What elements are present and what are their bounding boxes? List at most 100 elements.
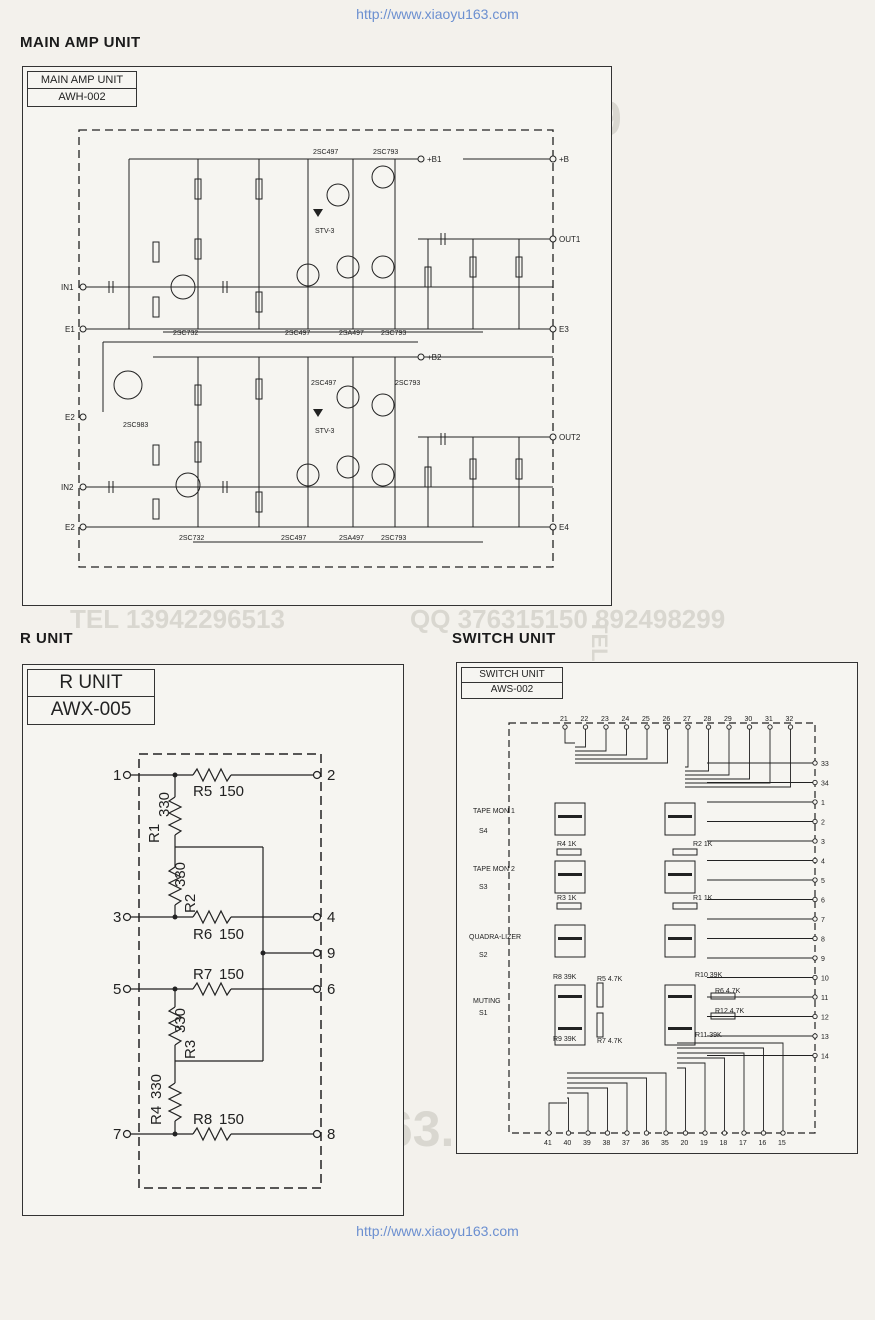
pin-terminal bbox=[812, 877, 818, 883]
wire bbox=[685, 729, 730, 776]
pin-label: 34 bbox=[821, 781, 829, 788]
pin-terminal bbox=[741, 1130, 747, 1136]
wire bbox=[685, 729, 771, 784]
pin-terminal bbox=[565, 1130, 572, 1136]
pin-terminal bbox=[787, 724, 794, 730]
resistor-value: 150 bbox=[219, 783, 244, 800]
wire bbox=[677, 1047, 764, 1131]
pin-terminal bbox=[623, 724, 630, 730]
resistor-value: 330 bbox=[172, 862, 189, 887]
part-label: 2SC793 bbox=[381, 535, 406, 542]
resistor-name: R4 bbox=[148, 1106, 165, 1125]
wire bbox=[575, 729, 607, 752]
part-label: 2SC793 bbox=[381, 330, 406, 337]
switch-label: TAPE MON 1 bbox=[473, 808, 515, 815]
pin-label: 12 bbox=[821, 1015, 829, 1022]
pin-terminal bbox=[721, 1130, 728, 1136]
wire bbox=[567, 1082, 628, 1131]
terminal-plus-b: +B bbox=[559, 155, 569, 164]
resistor-value: 150 bbox=[219, 966, 244, 983]
resistor-name: R3 bbox=[182, 1040, 199, 1059]
pin-label: 22 bbox=[581, 716, 589, 723]
pin-label: 21 bbox=[560, 716, 568, 723]
resistor-name: R7 bbox=[193, 966, 212, 983]
pin-label: 41 bbox=[544, 1140, 552, 1147]
wire bbox=[567, 1087, 608, 1131]
part-label: 2SC732 bbox=[173, 330, 198, 337]
footer-url[interactable]: http://www.xiaoyu163.com bbox=[356, 1223, 519, 1239]
pin-label: 7 bbox=[821, 917, 825, 924]
pin-label: 5 bbox=[821, 878, 825, 885]
switch-unit-title-label: SWITCH UNIT bbox=[462, 668, 562, 683]
resistor-label: R11 39K bbox=[695, 1032, 722, 1039]
terminal-e4: E4 bbox=[559, 523, 569, 532]
pin-terminal bbox=[812, 857, 818, 864]
terminal-plus-b2: +B2 bbox=[427, 353, 442, 362]
wire bbox=[575, 729, 586, 748]
pin-label: 26 bbox=[663, 716, 671, 723]
r-unit-model: AWX-005 bbox=[50, 699, 132, 720]
switch-label: MUTING bbox=[473, 998, 501, 1005]
pin-label: 40 bbox=[564, 1140, 572, 1147]
wire bbox=[567, 1092, 589, 1131]
wire bbox=[548, 1102, 567, 1131]
resistor-label: R2 1K bbox=[693, 841, 713, 848]
pin-terminal bbox=[663, 1130, 669, 1136]
switch-label: S1 bbox=[479, 1010, 488, 1017]
pin-terminal bbox=[643, 1130, 650, 1136]
terminal-e2: E2 bbox=[65, 413, 75, 422]
switch-label: S2 bbox=[479, 952, 488, 959]
pin-label: 24 bbox=[622, 716, 630, 723]
pin-terminal bbox=[812, 974, 818, 981]
pin-terminal bbox=[760, 1130, 767, 1136]
wire bbox=[567, 1077, 647, 1131]
pin-terminal bbox=[812, 760, 818, 766]
pin-label: 15 bbox=[778, 1140, 786, 1147]
pin-label: 38 bbox=[603, 1140, 611, 1147]
part-label: 2SC983 bbox=[123, 422, 148, 429]
pin-terminal bbox=[812, 1013, 818, 1020]
pin-label: 27 bbox=[683, 716, 691, 723]
pin-label: 5 bbox=[113, 981, 121, 998]
pin-label: 33 bbox=[821, 761, 829, 768]
pin-label: 10 bbox=[821, 976, 829, 983]
pin-label: 6 bbox=[327, 981, 335, 998]
pin-label: 7 bbox=[113, 1126, 121, 1143]
main-amp-section-title: MAIN AMP UNIT bbox=[20, 34, 141, 51]
pin-label: 11 bbox=[821, 995, 828, 1002]
pin-label: 3 bbox=[113, 909, 121, 926]
resistor-value: 330 bbox=[148, 1074, 165, 1099]
wire bbox=[677, 1052, 745, 1131]
r-unit-schematic: 1 3 5 7 2 4 9 6 8 R5 150 R1 330 R2 330 R… bbox=[113, 753, 335, 1189]
pin-terminal bbox=[682, 1130, 689, 1136]
pin-terminal bbox=[812, 799, 818, 805]
pin-terminal bbox=[812, 818, 818, 825]
main-amp-panel: IN1 E1 E2 IN2 E2 +B OUT1 E3 OUT2 E4 +B1 … bbox=[22, 66, 612, 606]
wire bbox=[575, 729, 627, 756]
pin-terminal bbox=[585, 1130, 591, 1136]
resistor-label: R10 39K bbox=[695, 972, 723, 979]
pin-terminal bbox=[812, 896, 818, 903]
pin-terminal bbox=[767, 724, 773, 730]
diode-label: STV-3 bbox=[315, 228, 335, 235]
resistor-value: 150 bbox=[219, 926, 244, 943]
pin-terminal bbox=[812, 779, 818, 786]
part-label: 2SC497 bbox=[311, 380, 336, 387]
pin-terminal bbox=[562, 724, 568, 730]
pin-label: 18 bbox=[720, 1140, 728, 1147]
pin-terminal bbox=[780, 1130, 786, 1136]
pin-terminal bbox=[812, 955, 818, 961]
pin-label: 8 bbox=[821, 937, 825, 944]
pin-label: 2 bbox=[327, 767, 335, 784]
wire bbox=[567, 1072, 667, 1131]
part-label: 2SA497 bbox=[339, 535, 364, 542]
pin-terminal bbox=[644, 724, 650, 730]
pin-label: 32 bbox=[786, 716, 794, 723]
watermark-tel-mid: TEL 13942296513 bbox=[70, 604, 285, 634]
terminal-in2: IN2 bbox=[61, 483, 74, 492]
terminal-e3: E3 bbox=[559, 325, 569, 334]
header-url[interactable]: http://www.xiaoyu163.com bbox=[356, 6, 519, 22]
resistor-label: R5 4.7K bbox=[597, 976, 623, 983]
